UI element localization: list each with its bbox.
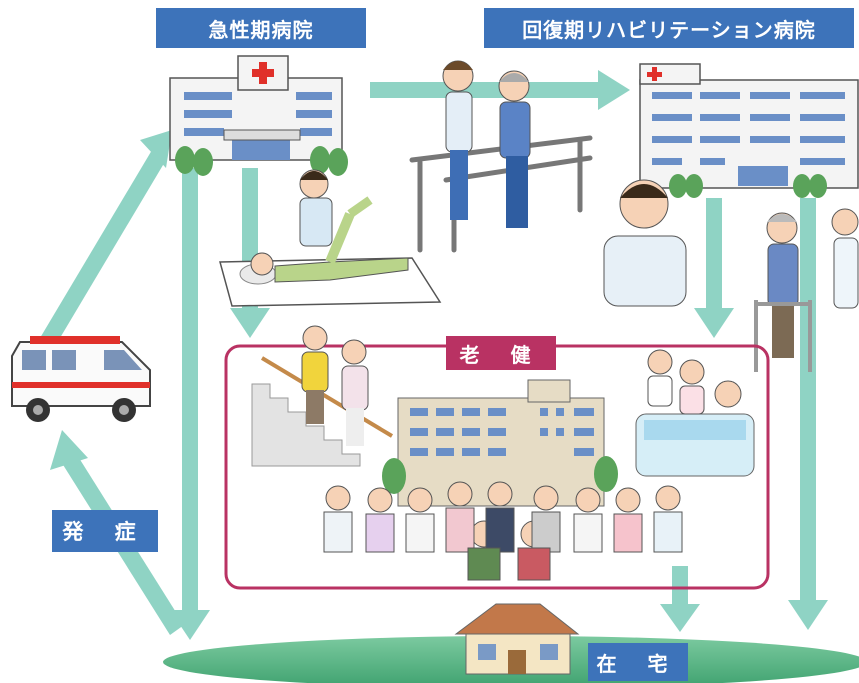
house-icon: [454, 603, 580, 675]
bathing-scene: [635, 349, 755, 477]
rehab-hospital-label: 回復期リハビリテーション病院: [484, 8, 854, 48]
home-label: 在 宅: [588, 643, 688, 681]
roken-label: 老 健: [446, 336, 556, 370]
onset-label: 発 症: [52, 510, 158, 552]
acute-hospital-label: 急性期病院: [156, 8, 366, 48]
parallel-bars-rehab-scene: [409, 60, 593, 253]
staff-group: [323, 481, 683, 581]
ambulance-icon: [11, 336, 151, 422]
rehab-staff-scene: [603, 179, 859, 372]
stairs-rehab-scene: [251, 325, 394, 467]
bedside-rehab-scene: [219, 169, 442, 307]
rehab-hospital-building-icon: [639, 63, 859, 198]
hospital-building-icon: [169, 55, 348, 176]
flow-arrows: [40, 70, 828, 640]
